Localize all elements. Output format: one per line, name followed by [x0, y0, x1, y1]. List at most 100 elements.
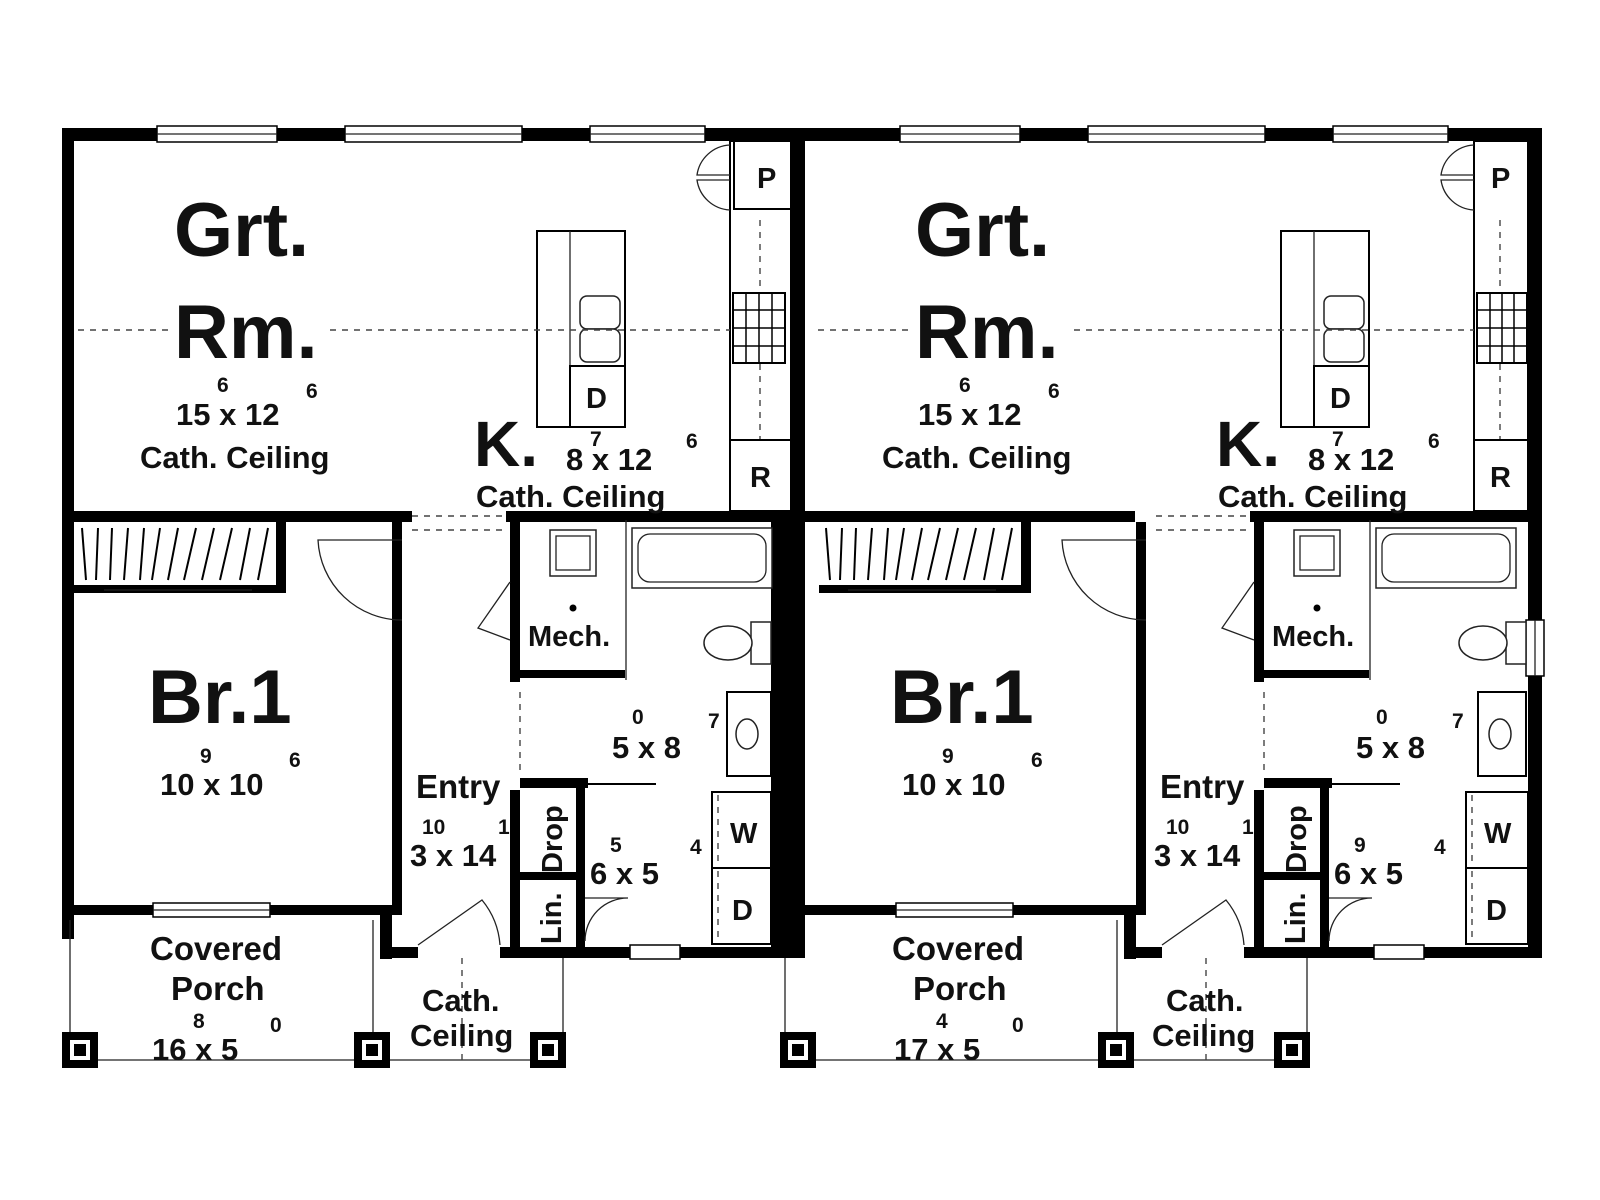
porch-title: Porch — [171, 970, 265, 1007]
window — [1373, 944, 1425, 960]
water-heater-icon — [1293, 529, 1341, 577]
laundry-size-sup: 4 — [1434, 836, 1446, 859]
washer-label: W — [730, 818, 758, 850]
sink-icon — [579, 328, 621, 363]
porch-size-sup: 0 — [1012, 1014, 1024, 1037]
refrigerator-label: R — [1490, 462, 1511, 494]
kitchen-title: K. — [1216, 408, 1280, 480]
entry-title: Entry — [1160, 768, 1245, 805]
entry-door-swing — [417, 899, 501, 946]
dryer — [1465, 867, 1529, 945]
door-swing — [696, 144, 731, 176]
vanity — [726, 691, 772, 777]
mech-title: Mech. — [1272, 621, 1354, 653]
bathtub-icon — [631, 527, 773, 589]
refrigerator — [1473, 439, 1529, 512]
dishwasher — [569, 365, 626, 428]
mech-south-wall — [520, 670, 625, 678]
pantry-label: P — [1491, 163, 1510, 195]
toilet-tank-icon — [1505, 621, 1527, 665]
mid-wall-right — [1250, 511, 1542, 522]
bedroom-door-swing — [317, 539, 403, 621]
entry-door-opening — [418, 945, 500, 960]
entry-size: 3 x 14 — [410, 838, 497, 873]
porch-ceiling-note: Ceiling — [1152, 1018, 1255, 1053]
washer-label: W — [1484, 818, 1512, 850]
porch-size: 16 x 5 — [152, 1032, 238, 1067]
great-room-size-sup: 6 — [217, 374, 229, 397]
drop-zone-label: Drop — [537, 805, 569, 873]
great-room-title: Rm. — [174, 290, 318, 375]
kitchen-size: 8 x 12 — [566, 442, 652, 477]
porch-column-icon — [62, 1032, 98, 1068]
porch-column-icon — [354, 1032, 390, 1068]
entry-west-wall — [1136, 522, 1146, 915]
mech-door-swing — [1220, 581, 1255, 641]
porch-size: 17 x 5 — [894, 1032, 980, 1067]
dishwasher-label: D — [586, 383, 607, 415]
dryer-label: D — [732, 895, 753, 927]
entry-size: 3 x 14 — [1154, 838, 1241, 873]
porch-title: Covered — [892, 930, 1024, 967]
entry-title: Entry — [416, 768, 501, 805]
great-room-size-sup: 6 — [1048, 380, 1060, 403]
lavatory-sink-icon — [735, 718, 759, 750]
great-room-size: 15 x 12 — [176, 397, 279, 432]
bedroom-size-sup: 6 — [1031, 749, 1043, 772]
drop-top-wall — [520, 778, 588, 788]
bedroom-door-swing — [1061, 539, 1147, 621]
range-grate-icon — [733, 293, 785, 363]
window — [629, 944, 681, 960]
bedroom-size-sup: 9 — [200, 745, 212, 768]
porch-column-icon — [1274, 1032, 1310, 1068]
south-wall — [1124, 947, 1542, 958]
entry-door-opening — [1162, 945, 1244, 960]
closet-hangers-icon — [825, 527, 1013, 581]
sink-icon — [579, 295, 621, 330]
drop-east-wall — [1320, 778, 1329, 950]
entry-size-sup: 10 — [1166, 816, 1189, 839]
linen-top-wall — [520, 872, 584, 880]
linen-top-wall — [1264, 872, 1328, 880]
entry-door-swing — [1161, 899, 1245, 946]
kitchen-size-sup: 7 — [590, 428, 602, 451]
unit-b: P R D — [780, 125, 1545, 1068]
kitchen-size-sup: 6 — [686, 430, 698, 453]
drop-west-wall — [1254, 790, 1264, 950]
toilet-icon — [703, 625, 753, 661]
linen-label: Lin. — [536, 892, 568, 944]
dryer-label: D — [1486, 895, 1507, 927]
closet-east-wall — [276, 522, 286, 593]
sink-icon — [1323, 328, 1365, 363]
laundry-size-sup: 5 — [610, 834, 622, 857]
refrigerator — [729, 439, 792, 512]
mid-wall-left — [805, 511, 1135, 522]
vanity — [1477, 691, 1527, 777]
closet-wall — [819, 585, 1029, 593]
right-wall — [1528, 128, 1542, 954]
porch-ceiling-note: Cath. — [1166, 983, 1244, 1018]
porch-column-icon — [1098, 1032, 1134, 1068]
door-swing — [696, 179, 731, 211]
entry-size-sup: 10 — [422, 816, 445, 839]
drop-zone-label: Drop — [1281, 805, 1313, 873]
drop-top-wall — [1264, 778, 1332, 788]
kitchen-size-sup: 6 — [1428, 430, 1440, 453]
closet-hangers-icon — [81, 527, 269, 581]
bath-size: 5 x 8 — [612, 730, 681, 765]
great-room-size-sup: 6 — [959, 374, 971, 397]
porch-jog-wall — [1124, 905, 1136, 959]
bedroom-size: 10 x 10 — [160, 767, 263, 802]
bath-size-sup: 7 — [708, 710, 720, 733]
unit-a: P R D — [62, 125, 805, 1068]
closet-east-wall — [1021, 522, 1031, 593]
refrigerator-label: R — [750, 462, 771, 494]
pantry-label: P — [757, 163, 776, 195]
mech-south-wall — [1264, 670, 1369, 678]
great-room-size: 15 x 12 — [918, 397, 1021, 432]
south-wall — [380, 947, 805, 958]
bathtub-icon — [1375, 527, 1517, 589]
laundry-size: 6 x 5 — [1334, 856, 1403, 891]
drop-west-wall — [510, 790, 520, 950]
